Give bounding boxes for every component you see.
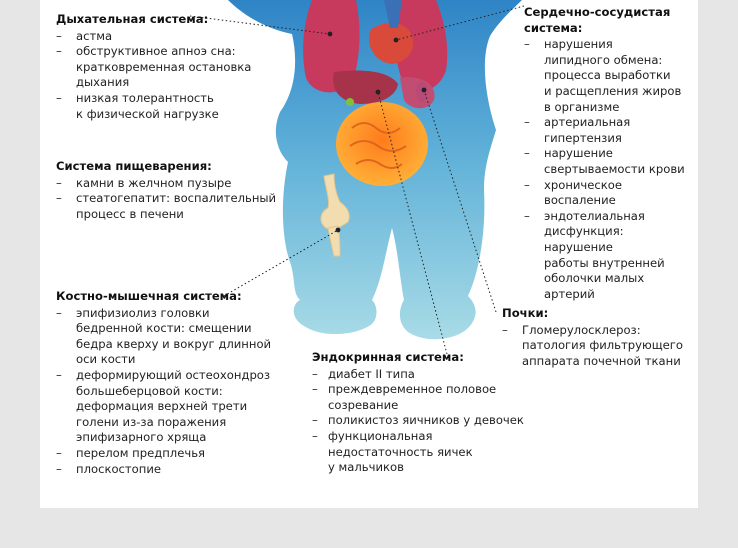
liver-organ [333, 70, 398, 104]
list-item: нарушение свертываемости крови [524, 146, 694, 177]
list-item: астма [56, 29, 296, 45]
list-item: деформирующий остеохондроз большеберцово… [56, 368, 296, 446]
heart-organ [368, 22, 414, 64]
list-item: плоскостопие [56, 462, 296, 478]
list-item: Гломерулосклероз: патология фильтрующего… [502, 323, 694, 370]
list-item: низкая толерантность к физической нагруз… [56, 91, 296, 122]
list-item: эндотелиальная дисфункция: нарушение раб… [524, 209, 694, 303]
respiratory-title: Дыхательная система: [56, 12, 209, 26]
cardiovascular-title: Сердечно-сосудистая система: [524, 5, 671, 35]
lungs-organ [303, 0, 360, 93]
digestive-block: Система пищеварения: камни в желчном пуз… [56, 159, 296, 222]
kidneys-title: Почки: [502, 306, 549, 320]
list-item: обструктивное апноэ сна: кратковременная… [56, 44, 296, 91]
list-item: диабет II типа [312, 367, 527, 383]
list-item: перелом предплечья [56, 446, 296, 462]
endocrine-block: Эндокринная система: диабет II типа преж… [312, 350, 527, 476]
list-item: поликистоз яичников у девочек [312, 413, 527, 429]
list-item: стеатогепатит: воспалительный процесс в … [56, 191, 296, 222]
leader-dots [327, 31, 427, 233]
cardiovascular-block: Сердечно-сосудистая система: нарушения л… [524, 5, 694, 302]
leader-lines [189, 5, 525, 359]
musculoskeletal-list: эпифизиолиз головки бедренной кости: сме… [56, 306, 296, 478]
cardiovascular-list: нарушения липидного обмена: процесса выр… [524, 37, 694, 302]
list-item: хроническое воспаление [524, 178, 694, 209]
list-item: артериальная гипертензия [524, 115, 694, 146]
knee-bone [320, 173, 350, 257]
endocrine-list: диабет II типа преждевременное половое с… [312, 367, 527, 476]
kidneys-block: Почки: Гломерулосклероз: патология фильт… [502, 306, 694, 369]
list-item: функциональная недостаточность яичек у м… [312, 429, 527, 476]
kidneys-list: Гломерулосклероз: патология фильтрующего… [502, 323, 694, 370]
respiratory-block: Дыхательная система: астма обструктивное… [56, 12, 296, 122]
gallbladder-organ [346, 98, 354, 106]
list-item: нарушения липидного обмена: процесса выр… [524, 37, 694, 115]
intestine-organ [336, 102, 428, 186]
musculoskeletal-block: Костно-мышечная система: эпифизиолиз гол… [56, 289, 296, 477]
musculoskeletal-title: Костно-мышечная система: [56, 289, 242, 303]
digestive-title: Система пищеварения: [56, 159, 212, 173]
respiratory-list: астма обструктивное апноэ сна: кратковре… [56, 29, 296, 123]
list-item: эпифизиолиз головки бедренной кости: сме… [56, 306, 296, 368]
kidney-organ [416, 82, 428, 102]
endocrine-title: Эндокринная система: [312, 350, 464, 364]
digestive-list: камни в желчном пузыре стеатогепатит: во… [56, 176, 296, 223]
list-item: преждевременное половое созревание [312, 382, 527, 413]
list-item: камни в желчном пузыре [56, 176, 296, 192]
